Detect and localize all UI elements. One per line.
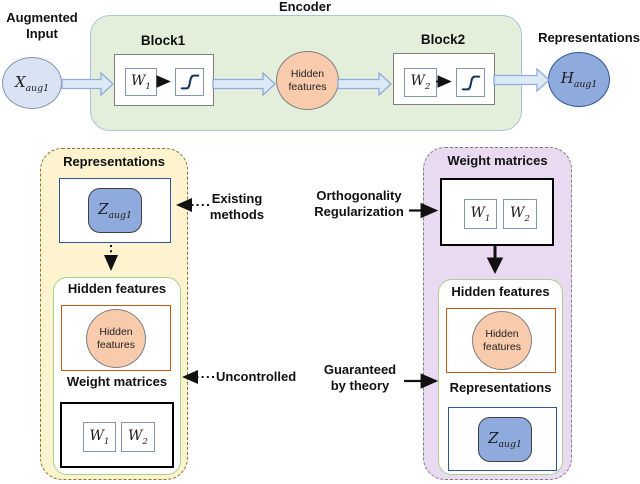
representations-label-top: Representations [538, 30, 640, 45]
math-w2: W2 [410, 73, 431, 92]
math-h-aug1: Haug1 [560, 69, 598, 90]
hidden-features-node-right: Hidden features [472, 311, 532, 370]
z-node-left: Zaug1 [88, 188, 142, 233]
weight-w2-box: W2 [503, 199, 537, 229]
weight-w1-box: W1 [125, 68, 157, 96]
block2-label: Block2 [420, 32, 466, 47]
right-hidden-frame: Hidden features [446, 308, 556, 373]
left-weights-title: Weight matrices [66, 374, 168, 389]
right-panel: Weight matrices W1 W2 Hidden features Hi… [423, 147, 572, 480]
left-hidden-weights-box: Hidden features Hidden features Weight m… [53, 277, 181, 475]
right-weights-box: W1 W2 [440, 178, 554, 246]
annotation-orthogonality-regularization: Orthogonality Regularization [314, 188, 404, 219]
left-representations-title: Representations [63, 154, 165, 169]
math-w1: W1 [470, 204, 491, 224]
right-hidden-title: Hidden features [451, 284, 550, 299]
right-representations-title: Representations [449, 380, 552, 395]
left-hidden-frame: Hidden features [61, 305, 171, 371]
right-weights-title: Weight matrices [447, 153, 548, 168]
left-panel: Representations Zaug1 Hidden features Hi… [40, 148, 188, 480]
block1-box: W1 [114, 54, 214, 106]
left-representations-box: Zaug1 [59, 178, 171, 243]
annotation-existing-methods: Existing methods [209, 191, 265, 222]
weight-w2-box: W2 [121, 422, 155, 452]
sigmoid-icon [461, 75, 480, 90]
math-w2: W2 [128, 427, 148, 447]
augmented-input-node: Xaug1 [2, 57, 62, 109]
math-w2: W2 [510, 204, 530, 224]
weight-w1-box: W1 [464, 199, 497, 229]
sigmoid-icon [180, 74, 199, 90]
z-node-right: Zaug1 [478, 417, 532, 462]
right-representations-box: Zaug1 [448, 407, 557, 471]
augmented-input-label: Augmented Input [6, 10, 78, 41]
right-hidden-rep-box: Hidden features Hidden features Represen… [438, 279, 563, 475]
activation-box [175, 68, 204, 96]
annotation-uncontrolled: Uncontrolled [216, 369, 297, 384]
math-w1: W1 [131, 72, 151, 92]
left-weights-box: W1 W2 [60, 402, 174, 468]
math-x-aug1: Xaug1 [14, 72, 50, 94]
left-hidden-title: Hidden features [67, 281, 167, 296]
block2-box: W2 [393, 53, 495, 105]
encoder-title: Encoder [278, 0, 331, 14]
output-representation-node: Haug1 [548, 52, 610, 107]
block1-label: Block1 [140, 33, 186, 48]
math-w1: W1 [89, 427, 110, 447]
annotation-guaranteed-by-theory: Guaranteed by theory [323, 362, 397, 393]
math-z-aug1: Zaug1 [488, 429, 522, 450]
hidden-features-node-encoder: Hidden features [276, 51, 339, 110]
math-z-aug1: Zaug1 [98, 200, 132, 221]
hidden-features-node-left: Hidden features [86, 309, 146, 368]
weight-w1-box: W1 [83, 422, 116, 452]
weight-w2-box: W2 [404, 68, 437, 97]
activation-box [456, 68, 485, 97]
